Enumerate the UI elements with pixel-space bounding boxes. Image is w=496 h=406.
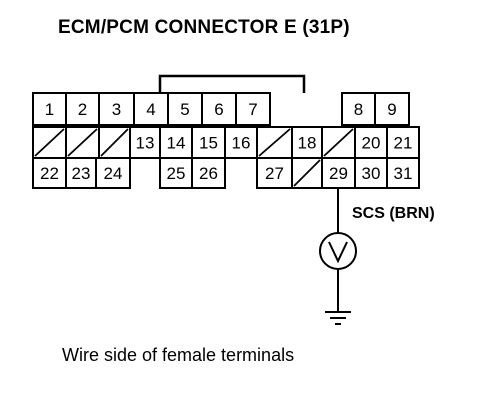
hatch-mark [67, 128, 98, 157]
cavity-2 [65, 92, 100, 126]
cavity-9 [374, 92, 410, 126]
terminal-label-13: 13 [136, 134, 155, 153]
terminal-label-8: 8 [354, 100, 363, 119]
terminal-label-23: 23 [72, 164, 91, 183]
terminal-label-26: 26 [199, 164, 218, 183]
terminal-label-20: 20 [362, 134, 381, 153]
voltmeter-v-mark [328, 241, 348, 264]
hatch-mark [34, 128, 65, 157]
cavity-21 [386, 126, 420, 159]
cavity-30 [354, 157, 388, 189]
terminal-label-27: 27 [265, 164, 284, 183]
terminal-label-15: 15 [199, 134, 218, 153]
terminal-label-6: 6 [214, 100, 223, 119]
cavity-3 [98, 92, 135, 126]
connector-title: ECM/PCM CONNECTOR E (31P) [58, 17, 350, 38]
terminal-label-29: 29 [329, 164, 348, 183]
cavity-20 [354, 126, 388, 159]
terminal-label-2: 2 [78, 100, 87, 119]
terminal-label-1: 1 [45, 100, 54, 119]
terminal-label-5: 5 [180, 100, 189, 119]
cavity-26 [191, 157, 226, 189]
terminal-label-30: 30 [362, 164, 381, 183]
cavity-24 [95, 157, 131, 189]
terminal-label-18: 18 [298, 134, 317, 153]
terminal-label-3: 3 [112, 100, 121, 119]
terminal-label-4: 4 [146, 100, 155, 119]
terminal-label-22: 22 [40, 164, 59, 183]
cavity-31 [386, 157, 420, 189]
cavity-27 [256, 157, 293, 189]
terminal-label-25: 25 [167, 164, 186, 183]
hatch-mark [100, 128, 129, 157]
terminal-label-21: 21 [394, 134, 413, 153]
cavity-23 [65, 157, 97, 189]
cavity-7 [235, 92, 271, 126]
test-circuit [319, 188, 357, 325]
hatch-mark [293, 159, 321, 187]
cavity-16 [224, 126, 258, 159]
terminal-label-14: 14 [167, 134, 186, 153]
connector-latch [158, 74, 306, 93]
cavity-22 [32, 157, 67, 189]
cavity-6 [201, 92, 237, 126]
hatch-mark [258, 128, 291, 157]
terminal-label-31: 31 [394, 164, 413, 183]
voltmeter-icon [319, 232, 357, 270]
terminal-label-16: 16 [232, 134, 251, 153]
terminal-label-7: 7 [248, 100, 257, 119]
hatch-mark [323, 128, 354, 157]
signal-label: SCS (BRN) [352, 205, 435, 222]
terminal-label-9: 9 [387, 100, 396, 119]
diagram-caption: Wire side of female terminals [62, 345, 295, 365]
terminal-label-24: 24 [104, 164, 123, 183]
